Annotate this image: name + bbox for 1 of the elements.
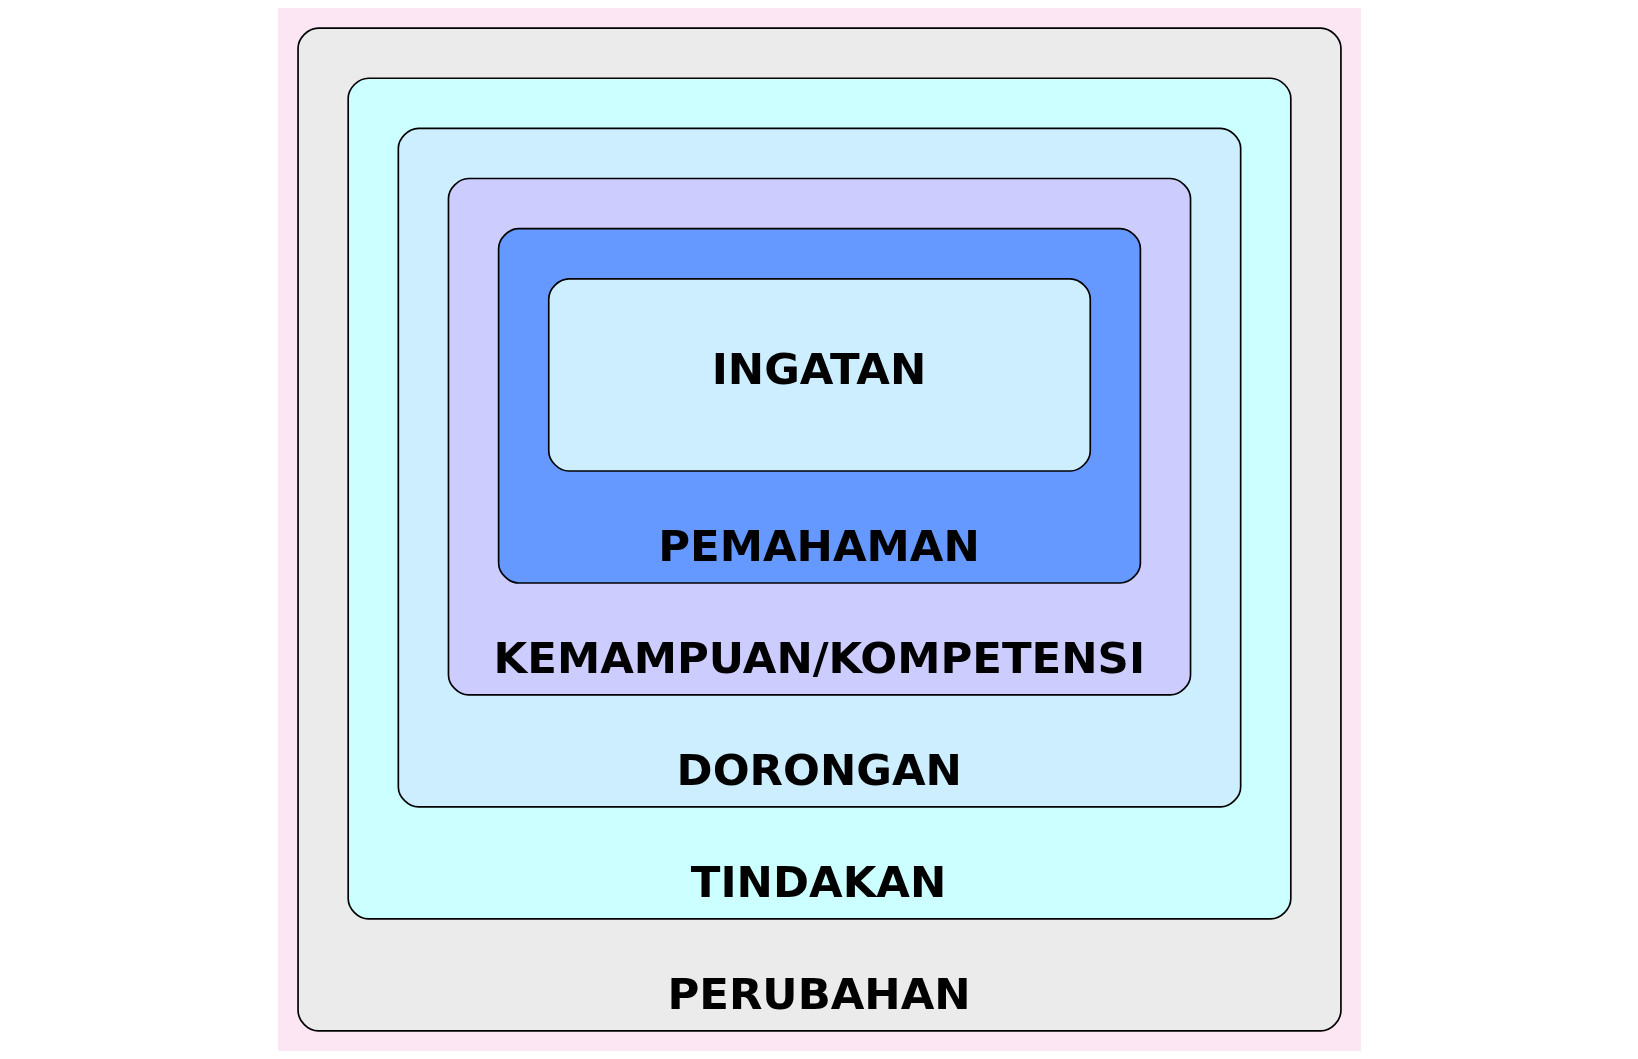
node-box: INGATAN <box>547 277 1091 472</box>
